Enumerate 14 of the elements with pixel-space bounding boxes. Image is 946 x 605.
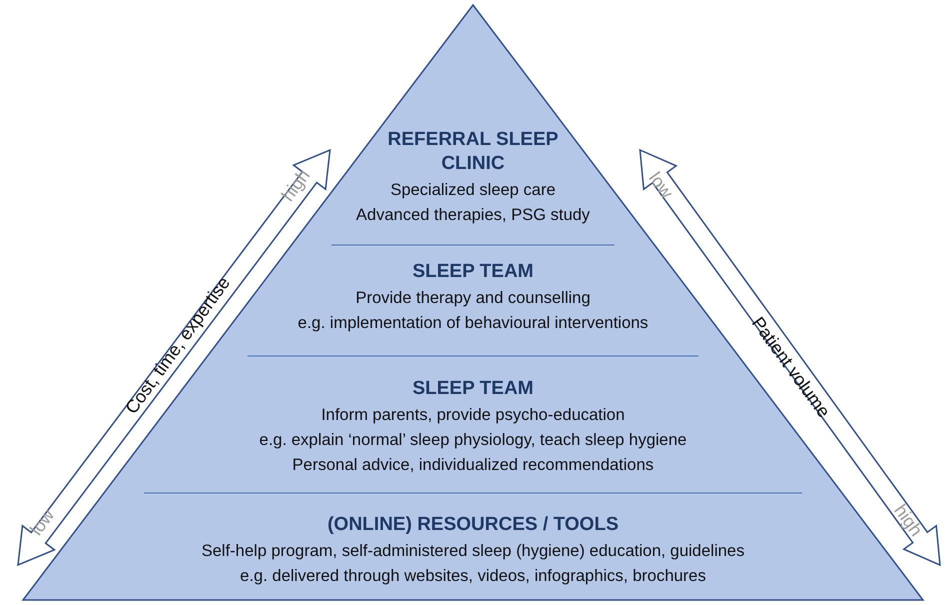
scale-label: low xyxy=(26,504,58,540)
tier-heading: (ONLINE) RESOURCES / TOOLS xyxy=(326,513,620,537)
scale-label: high xyxy=(278,165,314,205)
tier-heading: REFERRAL SLEEP CLINIC xyxy=(386,128,560,176)
tier-description: Personal advice, individualized recommendations xyxy=(291,455,655,476)
tier-description: Advanced therapies, PSG study xyxy=(355,205,591,226)
scale-label: low xyxy=(644,168,676,202)
pyramid-tier xyxy=(23,493,923,600)
tier-description: e.g. explain ‘normal’ sleep physiology, teach sleep hygiene xyxy=(258,430,688,451)
tier-description: e.g. implementation of behavioural interventions xyxy=(296,313,650,334)
tier-heading: SLEEP TEAM xyxy=(411,377,535,401)
tier-description: Self-help program, self-administered sleep (hygiene) education, guidelines xyxy=(200,541,746,562)
tier-description: e.g. delivered through websites, videos, infographics, brochures xyxy=(239,566,707,587)
tier-heading: SLEEP TEAM xyxy=(411,260,535,284)
